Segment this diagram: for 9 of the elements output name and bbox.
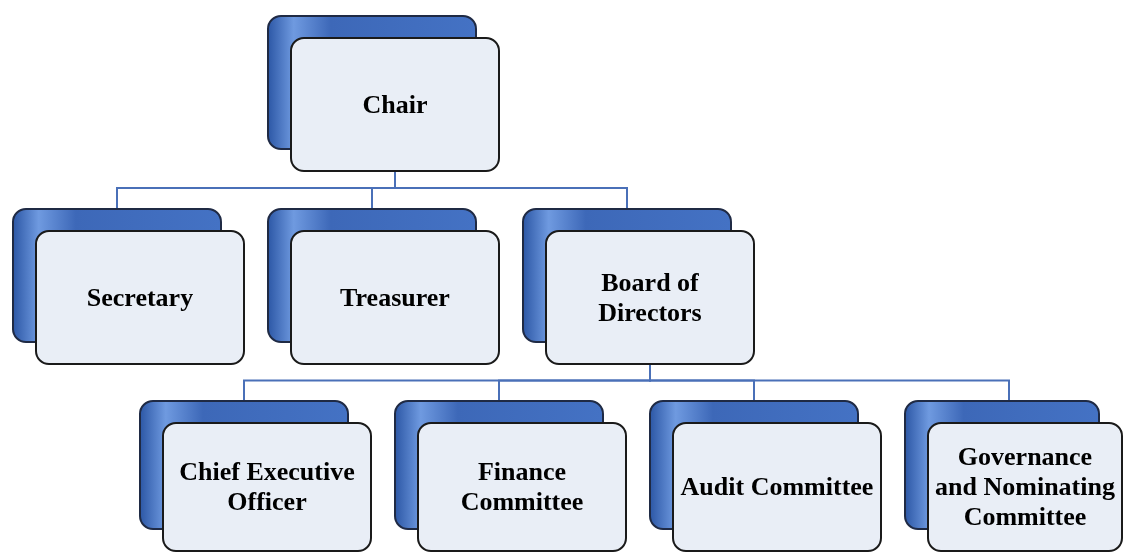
position-title: Finance Committee bbox=[459, 457, 585, 517]
position-title: Audit Committee bbox=[680, 472, 874, 502]
position-title: Treasurer bbox=[340, 282, 450, 313]
position-title: Governance and Nominating Committee bbox=[935, 442, 1115, 532]
connector-line bbox=[394, 171, 628, 209]
position-title: Secretary bbox=[86, 282, 194, 313]
position-title: Chair bbox=[362, 89, 428, 120]
position-title: Board of Directors bbox=[597, 267, 703, 328]
position-title: Chief Executive Officer bbox=[178, 457, 356, 517]
